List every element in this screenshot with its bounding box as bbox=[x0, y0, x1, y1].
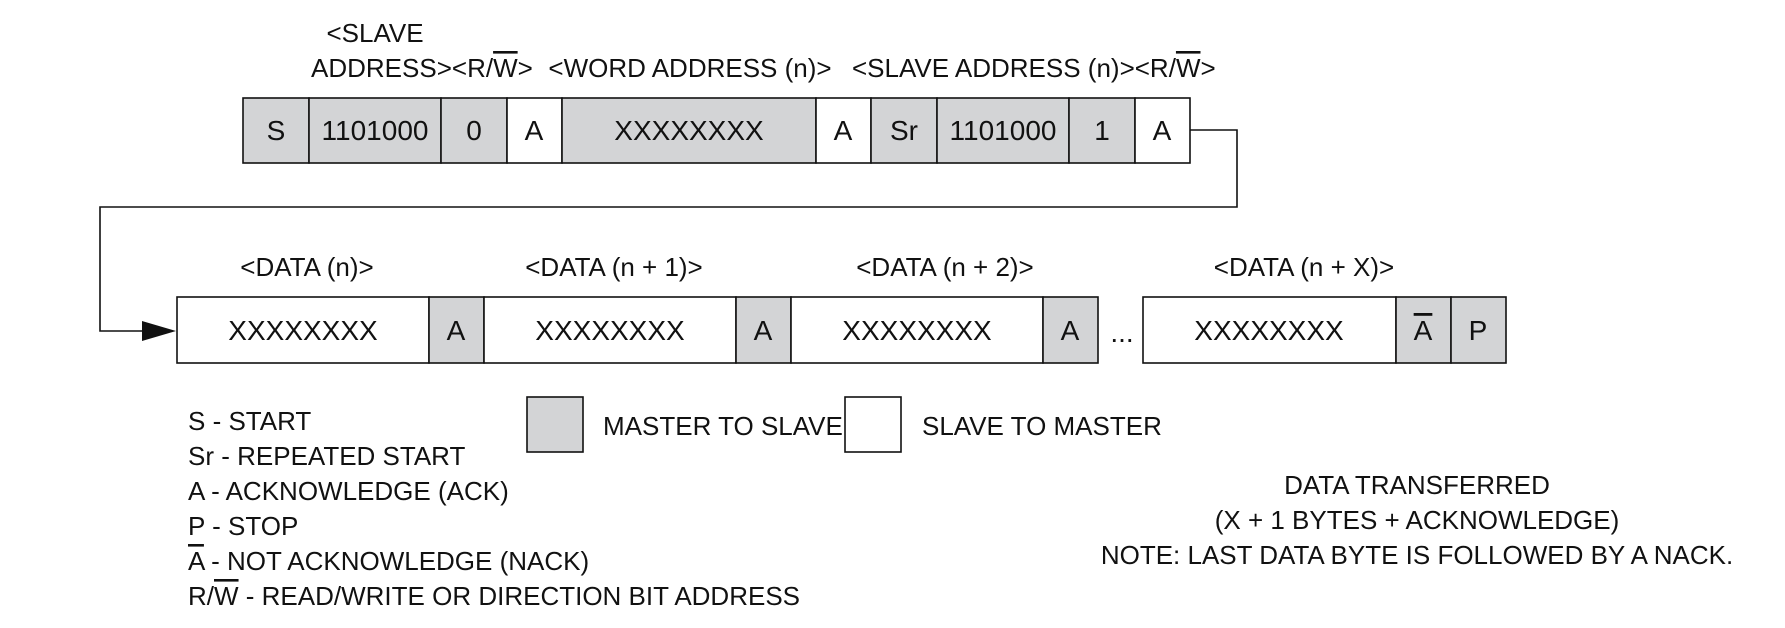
row2-frame: XXXXXXXX A XXXXXXXX A XXXXXXXX A ... XXX… bbox=[176, 296, 1507, 364]
label-rw-w-overlined: W bbox=[493, 53, 518, 83]
legend-abbr-ack: A - ACKNOWLEDGE (ACK) bbox=[188, 476, 509, 506]
row1-cell-slave-address-2-text: 1101000 bbox=[950, 115, 1057, 146]
legend-swatches: MASTER TO SLAVE SLAVE TO MASTER bbox=[526, 396, 1162, 453]
row1-cell-slave-address-text: 1101000 bbox=[322, 115, 429, 146]
legend-abbr-nack: A - NOT ACKNOWLEDGE (NACK) bbox=[188, 546, 589, 576]
row2-cell-ack-3 bbox=[1042, 296, 1099, 364]
label-data-n2: <DATA (n + 2)> bbox=[856, 252, 1034, 282]
label-data-nx: <DATA (n + X)> bbox=[1214, 252, 1394, 282]
note-line-2: (X + 1 BYTES + ACKNOWLEDGE) bbox=[1215, 505, 1620, 535]
row2-cell-data-nx-text: XXXXXXXX bbox=[1194, 315, 1344, 346]
row2-cell-data-n1-text: XXXXXXXX bbox=[535, 315, 685, 346]
row1-cell-ack-2-text: A bbox=[834, 115, 853, 146]
row2-cell-ack-2-text: A bbox=[754, 315, 773, 346]
legend-master-to-slave-label: MASTER TO SLAVE bbox=[603, 411, 843, 441]
label-slave-address-rw: ADDRESS><R/W> bbox=[311, 53, 533, 83]
row2-cell-ack-1-text: A bbox=[447, 315, 466, 346]
note-line-3: NOTE: LAST DATA BYTE IS FOLLOWED BY A NA… bbox=[1101, 540, 1733, 570]
row2-ellipsis: ... bbox=[1110, 317, 1133, 348]
legend-abbr-stop: P - STOP bbox=[188, 511, 298, 541]
row1-cell-rw-bit-2 bbox=[1068, 97, 1136, 164]
legend-abbr-repeated-start: Sr - REPEATED START bbox=[188, 441, 465, 471]
row2-cell-data-nx bbox=[1142, 296, 1397, 364]
note-block: DATA TRANSFERRED (X + 1 BYTES + ACKNOWLE… bbox=[1101, 470, 1733, 570]
row1-cell-start bbox=[242, 97, 310, 164]
row1-cell-ack-3 bbox=[1134, 97, 1191, 164]
label-slave-address-n: <SLAVE ADDRESS (n)><R/W> bbox=[852, 53, 1216, 83]
row2-cell-data-n2 bbox=[790, 296, 1044, 364]
label-slave-address-line1: <SLAVE bbox=[326, 18, 423, 48]
row2-cell-ack-2 bbox=[735, 296, 792, 364]
label-data-n: <DATA (n)> bbox=[240, 252, 373, 282]
row1-cell-word-address-text: XXXXXXXX bbox=[614, 115, 764, 146]
row2-cell-data-n-text: XXXXXXXX bbox=[228, 315, 378, 346]
legend-master-swatch bbox=[526, 396, 584, 453]
row2-cell-nack bbox=[1395, 296, 1452, 364]
label-slave-address-n-w-overlined: W bbox=[1176, 53, 1201, 83]
row2-cell-nack-text: A bbox=[1414, 315, 1433, 346]
legend-abbr-rw: R/W - READ/WRITE OR DIRECTION BIT ADDRES… bbox=[188, 581, 800, 611]
note-line-1: DATA TRANSFERRED bbox=[1284, 470, 1550, 500]
row1-cell-ack-1-text: A bbox=[525, 115, 544, 146]
row1-cell-repeated-start-text: Sr bbox=[890, 115, 918, 146]
row2-cell-data-n1 bbox=[483, 296, 737, 364]
legend-abbr-start: S - START bbox=[188, 406, 311, 436]
row2-cell-stop bbox=[1450, 296, 1507, 364]
legend-slave-swatch bbox=[844, 396, 902, 453]
row1-cell-ack-3-text: A bbox=[1153, 115, 1172, 146]
row1-frame: S 1101000 0 A XXXXXXXX A Sr 1101000 1 A bbox=[242, 97, 1191, 164]
row1-cell-start-text: S bbox=[267, 115, 286, 146]
label-word-address: <WORD ADDRESS (n)> bbox=[548, 53, 831, 83]
row1-cell-word-address bbox=[561, 97, 817, 164]
row1-cell-rw-bit-2-text: 1 bbox=[1094, 115, 1110, 146]
row1-cell-rw-bit-text: 0 bbox=[466, 115, 482, 146]
row1-cell-rw-bit bbox=[440, 97, 508, 164]
label-data-n1: <DATA (n + 1)> bbox=[525, 252, 703, 282]
row1-cell-slave-address bbox=[308, 97, 442, 164]
row2-cell-ack-3-text: A bbox=[1061, 315, 1080, 346]
row1-cell-ack-2 bbox=[815, 97, 872, 164]
row1-cell-slave-address-2 bbox=[936, 97, 1070, 164]
legend-slave-to-master-label: SLAVE TO MASTER bbox=[922, 411, 1162, 441]
row2-cell-stop-text: P bbox=[1469, 315, 1488, 346]
row1-cell-repeated-start bbox=[870, 97, 938, 164]
legend-abbreviations: S - START Sr - REPEATED START A - ACKNOW… bbox=[188, 406, 800, 611]
row2-cell-data-n2-text: XXXXXXXX bbox=[842, 315, 992, 346]
row2-cell-data-n bbox=[176, 296, 430, 364]
connector-line bbox=[99, 129, 1238, 332]
connector-arrowhead bbox=[142, 321, 176, 341]
